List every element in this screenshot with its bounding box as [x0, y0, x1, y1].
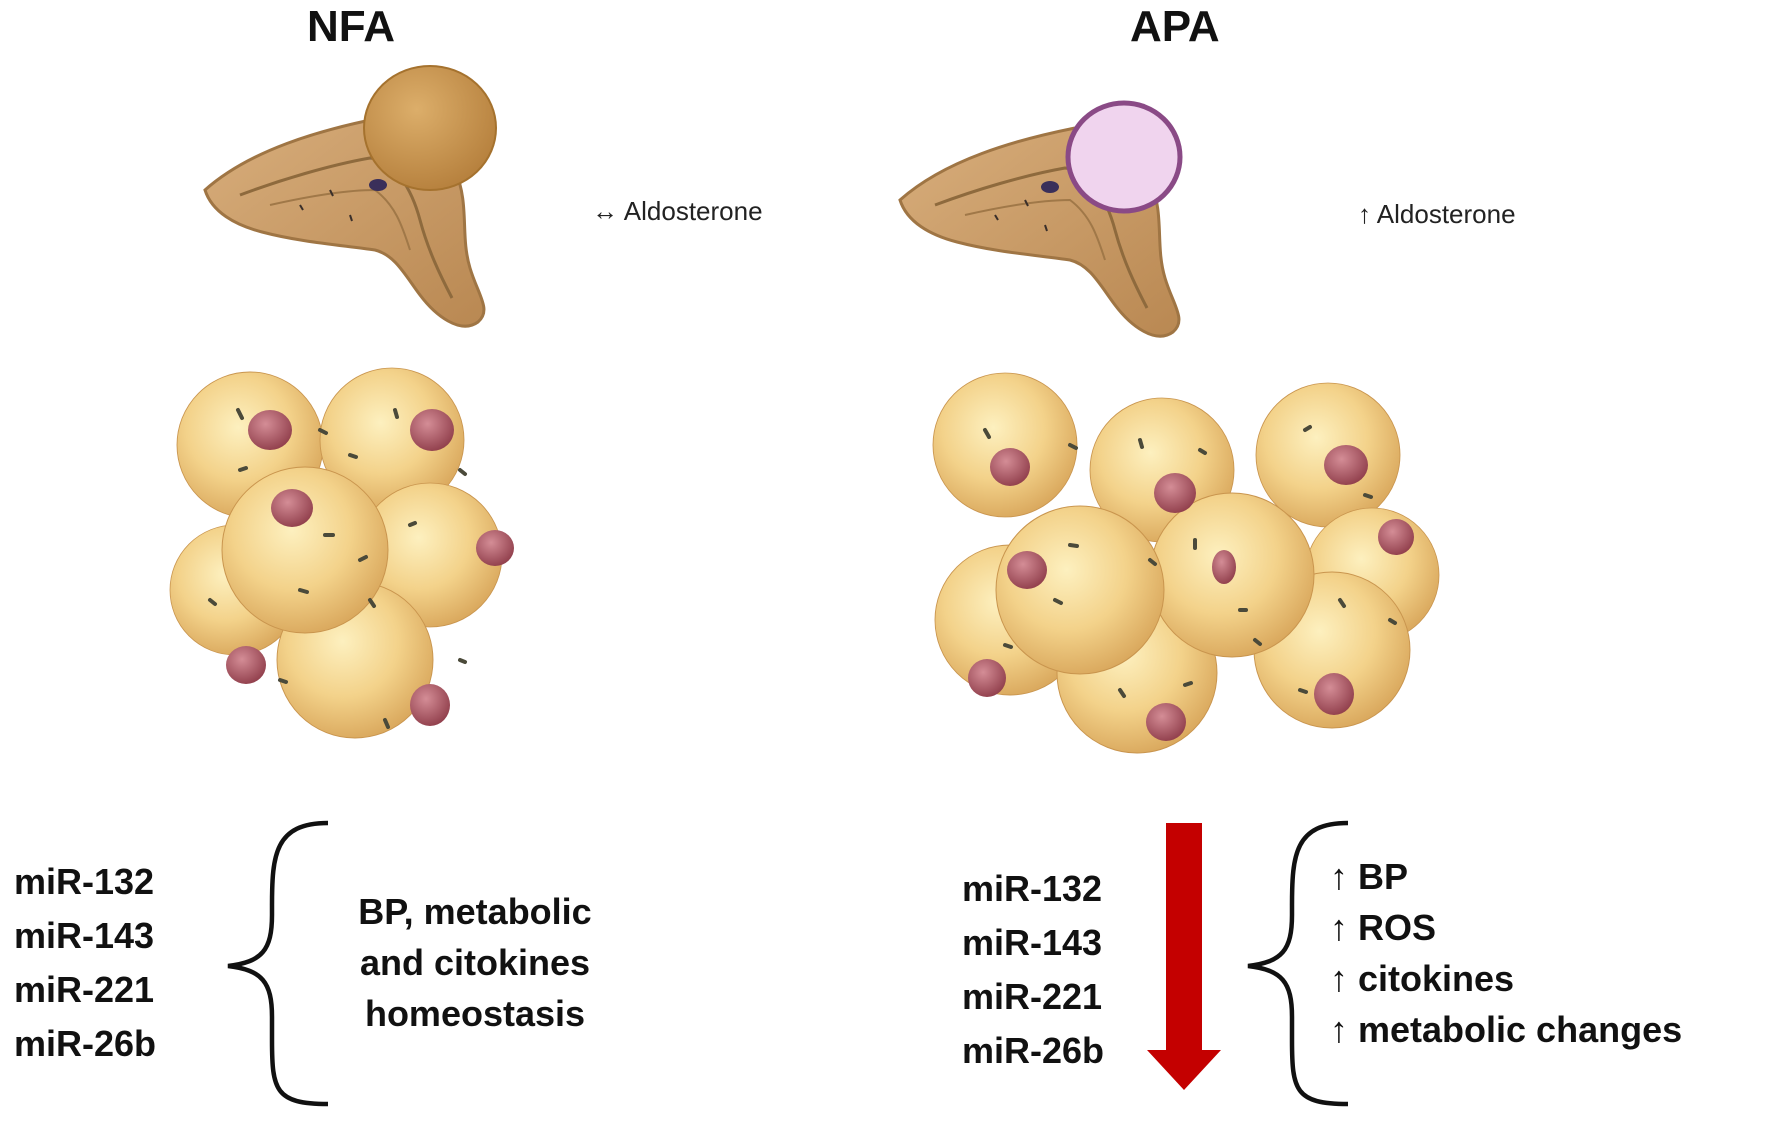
mirna-label: miR-143 — [14, 915, 155, 956]
mirna-label: miR-132 — [962, 868, 1103, 909]
apa-mirna-list: miR-132 miR-143 miR-221 miR-26b — [962, 862, 1104, 1078]
nfa-brace — [227, 820, 329, 1107]
nfa-tumor — [363, 65, 497, 191]
effect-line: ↑ ROS — [1330, 907, 1437, 948]
effect-line: and citokines — [359, 942, 591, 983]
apa-cell-cluster — [932, 372, 1440, 754]
nfa-cell-cluster — [169, 367, 514, 739]
mirna-label: miR-26b — [962, 1030, 1105, 1071]
effect-line: ↑ BP — [1330, 856, 1409, 897]
cell — [932, 372, 1078, 518]
effect-line: homeostasis — [364, 993, 586, 1034]
mirna-label: miR-132 — [14, 861, 155, 902]
effect-line: BP, metabolic — [358, 891, 592, 932]
effect-line: ↑ metabolic changes — [1330, 1009, 1683, 1050]
mirna-label: miR-26b — [14, 1023, 157, 1064]
effect-line: ↑ citokines — [1330, 958, 1515, 999]
nfa-mirna-list: miR-132 miR-143 miR-221 miR-26b — [14, 855, 156, 1071]
apa-aldosterone-label: ↑ Aldosterone — [1358, 199, 1516, 229]
cell — [995, 505, 1165, 675]
apa-effects-list: ↑ BP ↑ ROS ↑ citokines ↑ metabolic chang… — [1330, 851, 1682, 1055]
nfa-effect-text: BP, metabolic and citokines homeostasis — [315, 886, 635, 1039]
mirna-label: miR-143 — [962, 922, 1103, 963]
apa-title: APA — [1130, 2, 1220, 51]
nfa-aldosterone-label: ↔ Aldosterone — [592, 196, 763, 226]
cell — [221, 466, 389, 634]
decrease-arrow-icon — [1147, 823, 1221, 1090]
nfa-title: NFA — [307, 2, 395, 51]
mirna-label: miR-221 — [14, 969, 155, 1010]
mirna-label: miR-221 — [962, 976, 1103, 1017]
apa-tumor — [1065, 100, 1183, 214]
apa-brace — [1247, 820, 1349, 1107]
